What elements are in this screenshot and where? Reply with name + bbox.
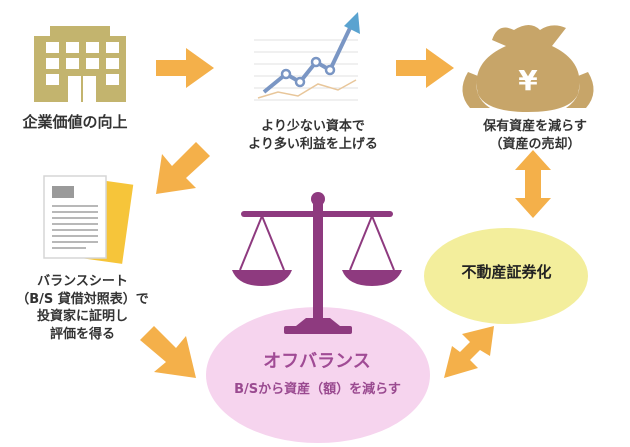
offbalance-ellipse: [206, 307, 430, 443]
building-icon: [34, 26, 126, 102]
yen-symbol: ¥: [518, 64, 538, 97]
arrow-to-documents: [156, 142, 210, 194]
reduce-line-2: （資産の売却）: [489, 136, 581, 152]
reduce-line-1: 保有資産を減らす: [483, 119, 587, 134]
money-bag-icon: ¥: [462, 25, 594, 112]
bs-line-2: （B/S 貸借対照表）で: [16, 291, 149, 307]
company-value-label: 企業価値の向上: [22, 113, 128, 131]
securitization-ellipse: [424, 228, 588, 324]
arrow-chart-to-moneybag: [396, 48, 454, 88]
arrow-company-to-chart: [156, 48, 214, 88]
capital-line-2: より多い利益を上げる: [248, 136, 378, 152]
capital-line-1: より少ない資本で: [261, 119, 365, 134]
arrow-moneybag-securitization: [515, 150, 551, 218]
capital-efficiency-label: より少ない資本で より多い利益を上げる: [218, 118, 408, 153]
offbalance-subtitle: B/Sから資産（額）を減らす: [234, 382, 401, 397]
growth-chart-icon: [254, 12, 360, 101]
securitization-label: 不動産証券化: [461, 263, 552, 281]
arrow-documents-to-offbalance: [140, 326, 196, 378]
reduce-assets-label: 保有資産を減らす （資産の売却）: [440, 118, 630, 153]
arrow-securitization-offbalance: [444, 326, 494, 378]
balance-sheet-label: バランスシート （B/S 貸借対照表）で 投資家に証明し 評価を得る: [0, 273, 165, 343]
bs-line-3: 投資家に証明し: [36, 309, 128, 325]
balance-scale-icon: [232, 192, 402, 334]
offbalance-title: オフバランス: [263, 351, 371, 372]
bs-line-1: バランスシート: [37, 274, 128, 289]
documents-icon: [43, 175, 134, 264]
bs-line-4: 評価を得る: [49, 326, 115, 342]
